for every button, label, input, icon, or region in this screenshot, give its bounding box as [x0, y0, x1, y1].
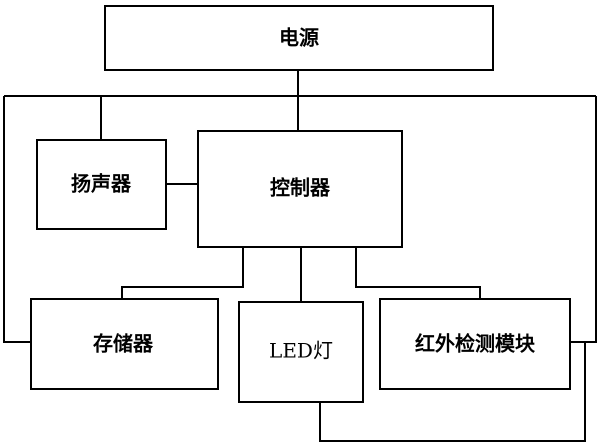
storage-block: 存储器 — [30, 298, 219, 390]
speaker-block: 扬声器 — [36, 139, 167, 230]
connections — [3, 70, 597, 442]
wire-rail-to-storage — [3, 96, 31, 343]
wire-led-to-ir-module — [319, 342, 586, 442]
storage-label: 存储器 — [93, 332, 154, 356]
power-supply-block: 电源 — [104, 5, 494, 71]
power-supply-label: 电源 — [279, 26, 319, 50]
controller-label: 控制器 — [270, 176, 331, 200]
led-lamp-block: LED灯 — [238, 301, 364, 403]
wire-rail-to-ir-module — [570, 96, 597, 343]
controller-block: 控制器 — [197, 130, 403, 248]
wire-controller-to-ir-module — [355, 247, 481, 299]
led-lamp-label: LED灯 — [269, 339, 333, 363]
infrared-module-block: 红外检测模块 — [379, 298, 571, 390]
wire-controller-to-storage — [121, 247, 244, 299]
infrared-module-label: 红外检测模块 — [415, 332, 536, 356]
speaker-label: 扬声器 — [71, 172, 132, 196]
